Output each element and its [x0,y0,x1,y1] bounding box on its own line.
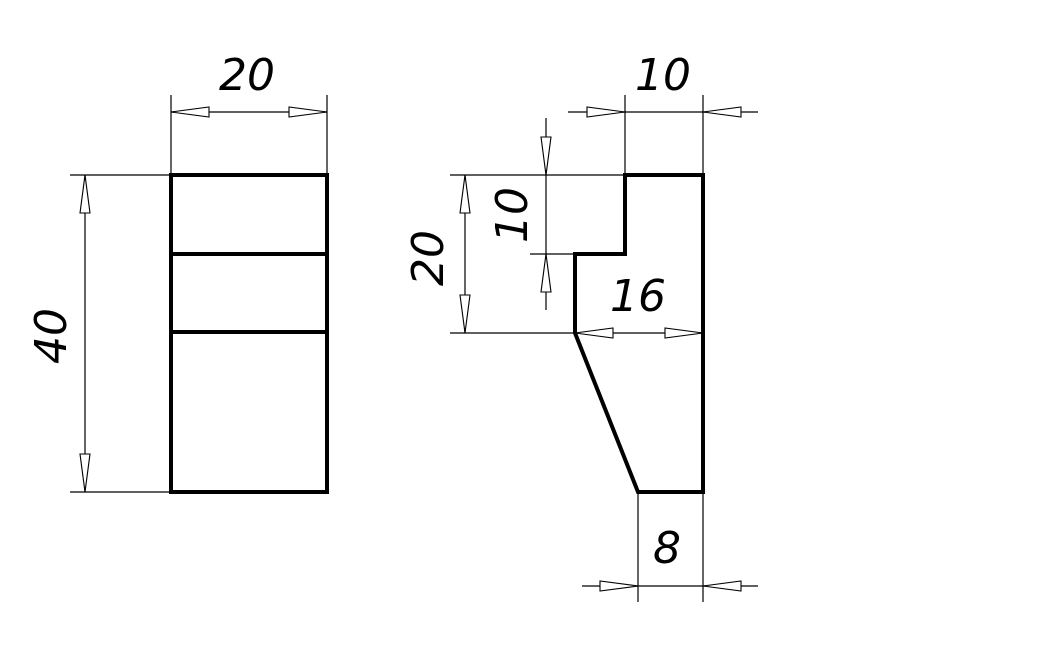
dim-label-front-width: 20 [219,50,275,101]
arrowhead [540,136,552,176]
dim-label-side-mid-width: 16 [610,271,666,322]
arrowhead [664,327,704,339]
dim-front-height: 40 [26,174,171,493]
arrowhead [459,294,471,334]
side-view-outline [573,173,705,494]
dim-label-side-upper-height: 20 [403,230,454,286]
dim-side-mid-width: 16 [574,271,704,339]
arrowhead [574,327,614,339]
arrowhead [702,580,742,592]
side-view: 10 10 20 16 [403,50,758,602]
dim-side-bottom-width: 8 [582,492,758,602]
arrowhead [599,580,639,592]
arrowhead [459,174,471,214]
arrowhead [79,453,91,493]
arrowhead [540,253,552,293]
dim-side-step-height: 10 [487,118,625,310]
front-view: 20 40 [26,50,329,494]
dim-label-side-top-width: 10 [635,50,691,101]
dim-label-front-height: 40 [26,308,77,364]
arrowhead [586,106,626,118]
dim-label-side-bottom-width: 8 [653,523,681,574]
dim-label-side-step-height: 10 [487,187,538,243]
arrowhead [288,106,328,118]
arrowhead [170,106,210,118]
dim-side-top-width: 10 [568,50,758,175]
arrowhead [79,174,91,214]
dim-side-upper-height: 20 [403,174,575,334]
dim-front-width: 20 [170,50,328,175]
arrowhead [702,106,742,118]
